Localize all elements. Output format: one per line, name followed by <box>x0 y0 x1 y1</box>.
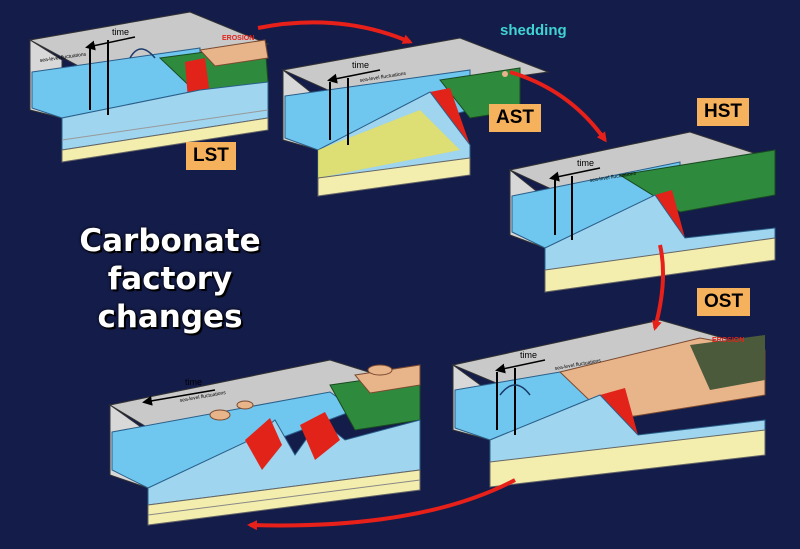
arrow-ost-to-final <box>247 478 516 531</box>
time-label: time <box>112 27 129 37</box>
main-title: Carbonate factory changes <box>40 222 300 336</box>
block-ost <box>451 319 766 488</box>
block-hst <box>508 131 777 293</box>
title-line-1: Carbonate factory <box>79 223 261 297</box>
time-label: time <box>520 350 537 360</box>
stage-badge-ast: AST <box>489 104 541 132</box>
stage-badge-hst: HST <box>697 98 749 126</box>
cycle-arrows <box>247 20 666 531</box>
erosion-label: EROSION <box>222 35 254 42</box>
time-label: time <box>577 158 594 168</box>
arrow-hst-to-ost <box>652 244 666 331</box>
arrow-ast-to-hst <box>509 70 607 143</box>
arrow-lst-to-ast <box>257 20 413 44</box>
shedding-label: shedding <box>500 22 567 39</box>
stage-badge-lst: LST <box>186 142 236 170</box>
title-line-2: changes <box>97 299 243 335</box>
erosion-label: EROSION <box>712 337 744 344</box>
time-label: time <box>185 377 202 387</box>
stage-badge-ost: OST <box>697 288 751 316</box>
block-lst <box>28 11 270 163</box>
block-final <box>108 359 421 526</box>
time-label: time <box>352 60 369 70</box>
